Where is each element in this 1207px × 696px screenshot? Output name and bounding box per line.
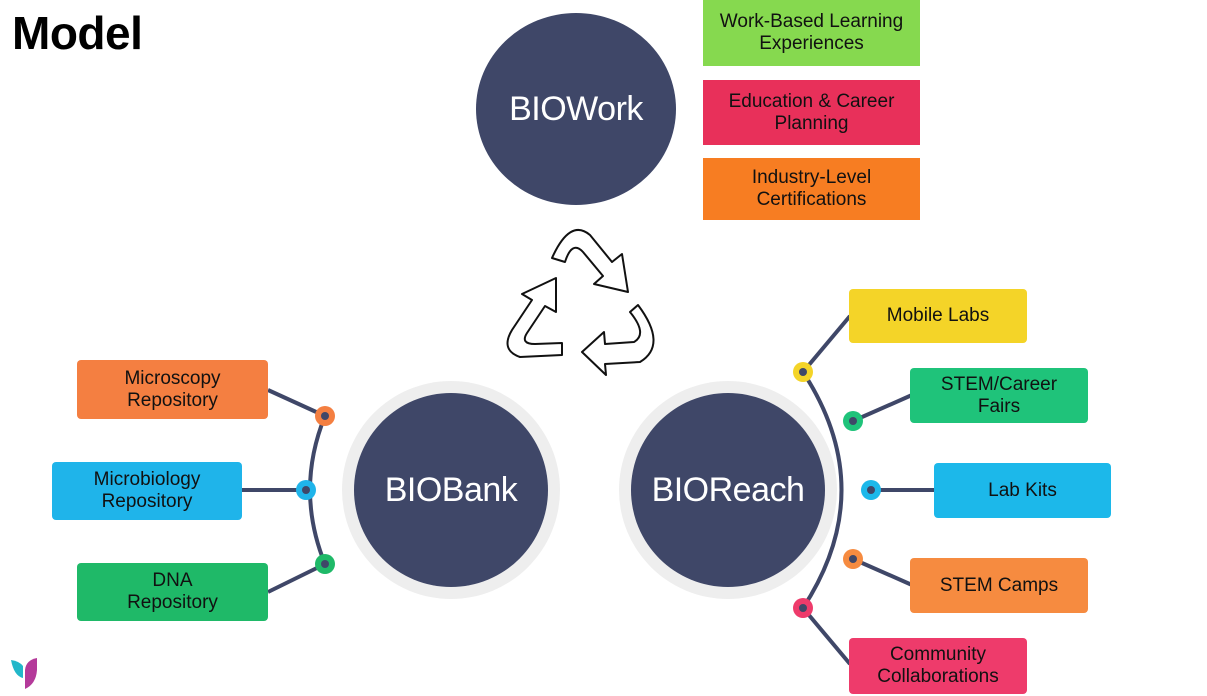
- bioreach-item-stem-camps: STEM Camps: [910, 558, 1088, 613]
- bioreach-connector-5: [801, 606, 852, 666]
- bioreach-connector-4: [852, 557, 913, 587]
- biowork-node: BIOWork: [476, 13, 676, 205]
- biobank-connector-1: [267, 388, 326, 418]
- page-title: Model: [12, 7, 143, 59]
- biobank-connector-3: [267, 562, 326, 594]
- bioreach-connector-2: [852, 393, 913, 423]
- biowork-item-certifications: Industry-Level Certifications: [703, 158, 920, 220]
- biobank-node: BIOBank: [354, 393, 548, 587]
- biobank-item-microscopy: Microscopy Repository: [77, 360, 268, 419]
- biowork-item-education-career: Education & Career Planning: [703, 80, 920, 145]
- bioreach-item-community: Community Collaborations: [849, 638, 1027, 694]
- bioreach-connector-1: [801, 314, 852, 374]
- bioreach-item-lab-kits: Lab Kits: [934, 463, 1111, 518]
- biobank-item-microbiology: Microbiology Repository: [52, 462, 242, 520]
- biowork-item-work-based-learning: Work-Based Learning Experiences: [703, 0, 920, 66]
- bioreach-item-mobile-labs: Mobile Labs: [849, 289, 1027, 343]
- bioreach-item-stem-career-fairs: STEM/Career Fairs: [910, 368, 1088, 423]
- bioreach-arc: [801, 370, 844, 610]
- bioreach-node: BIOReach: [631, 393, 825, 587]
- recycle-arrows-icon: [506, 229, 655, 376]
- biobank-item-dna: DNA Repository: [77, 563, 268, 621]
- logo-icon: [11, 658, 37, 689]
